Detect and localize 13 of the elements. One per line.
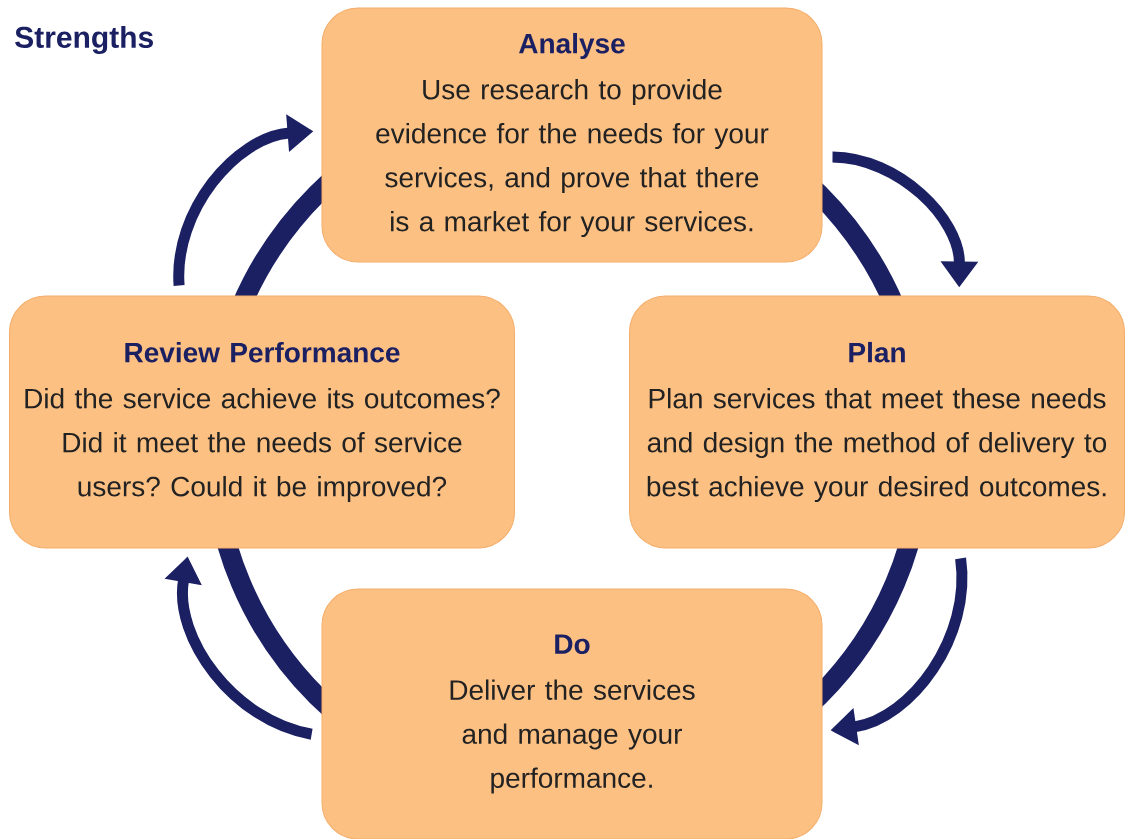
- heading: Strengths: [15, 25, 153, 55]
- box-title: Plan: [849, 341, 905, 363]
- box-text: Deliver the services and manage your performance.: [450, 679, 695, 794]
- process-box: [321, 588, 823, 839]
- box-title: Do: [555, 634, 590, 654]
- box-title: Analyse: [519, 32, 625, 60]
- process-box: [9, 295, 515, 549]
- box-title: Review Performance: [125, 341, 400, 363]
- process-box: [629, 295, 1125, 549]
- box-text: Use research to provide evidence for the needs for your services, and prove that there is a market for your services.: [376, 78, 769, 238]
- box-text: Plan services that meet these needs and design the method of delivery to best achieve your desired outcomes.: [647, 387, 1107, 503]
- box-text: Did the service achieve its outcomes? Did it meet the needs of service users? Could it be improved?: [25, 387, 500, 503]
- process-box: [321, 7, 823, 263]
